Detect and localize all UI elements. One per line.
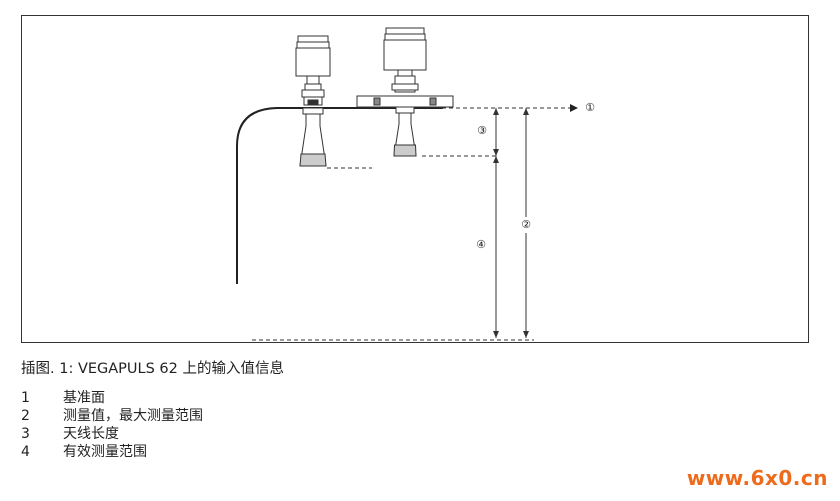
marker-4-label: ④ <box>476 238 486 251</box>
sensor-diagram: ① ② ③ ④ <box>236 27 598 341</box>
marker-4: ④ <box>473 237 489 253</box>
marker-1-label: ① <box>585 101 595 114</box>
legend-text: 测量值，最大测量范围 <box>63 408 203 424</box>
reference-arrow <box>570 104 578 112</box>
legend-item: 3 天线长度 <box>21 425 203 443</box>
dimension-ticks <box>493 108 529 338</box>
legend-item: 1 基准面 <box>21 389 203 407</box>
marker-3: ③ <box>474 123 490 139</box>
vessel-wall <box>236 107 443 284</box>
sensor-thread-mount <box>295 35 331 167</box>
legend-number: 3 <box>21 426 30 442</box>
legend-text: 天线长度 <box>63 426 119 442</box>
watermark: www.6x0.cn <box>686 466 828 490</box>
sensor-flange-mount <box>356 27 454 157</box>
legend-item: 2 测量值，最大测量范围 <box>21 407 203 425</box>
marker-1: ① <box>582 100 598 116</box>
marker-2-label: ② <box>521 218 531 231</box>
legend: 1 基准面 2 测量值，最大测量范围 3 天线长度 4 有效测量范围 <box>21 389 203 461</box>
legend-item: 4 有效测量范围 <box>21 443 203 461</box>
legend-number: 4 <box>21 444 30 460</box>
legend-text: 有效测量范围 <box>63 444 147 460</box>
diagram-frame: ① ② ③ ④ <box>21 15 809 343</box>
marker-3-label: ③ <box>477 124 487 137</box>
legend-number: 1 <box>21 390 30 406</box>
legend-text: 基准面 <box>63 390 105 406</box>
marker-2: ② <box>518 217 534 233</box>
reference-lines <box>252 107 570 341</box>
figure-caption: 插图. 1: VEGAPULS 62 上的输入值信息 <box>21 361 284 377</box>
legend-number: 2 <box>21 408 30 424</box>
